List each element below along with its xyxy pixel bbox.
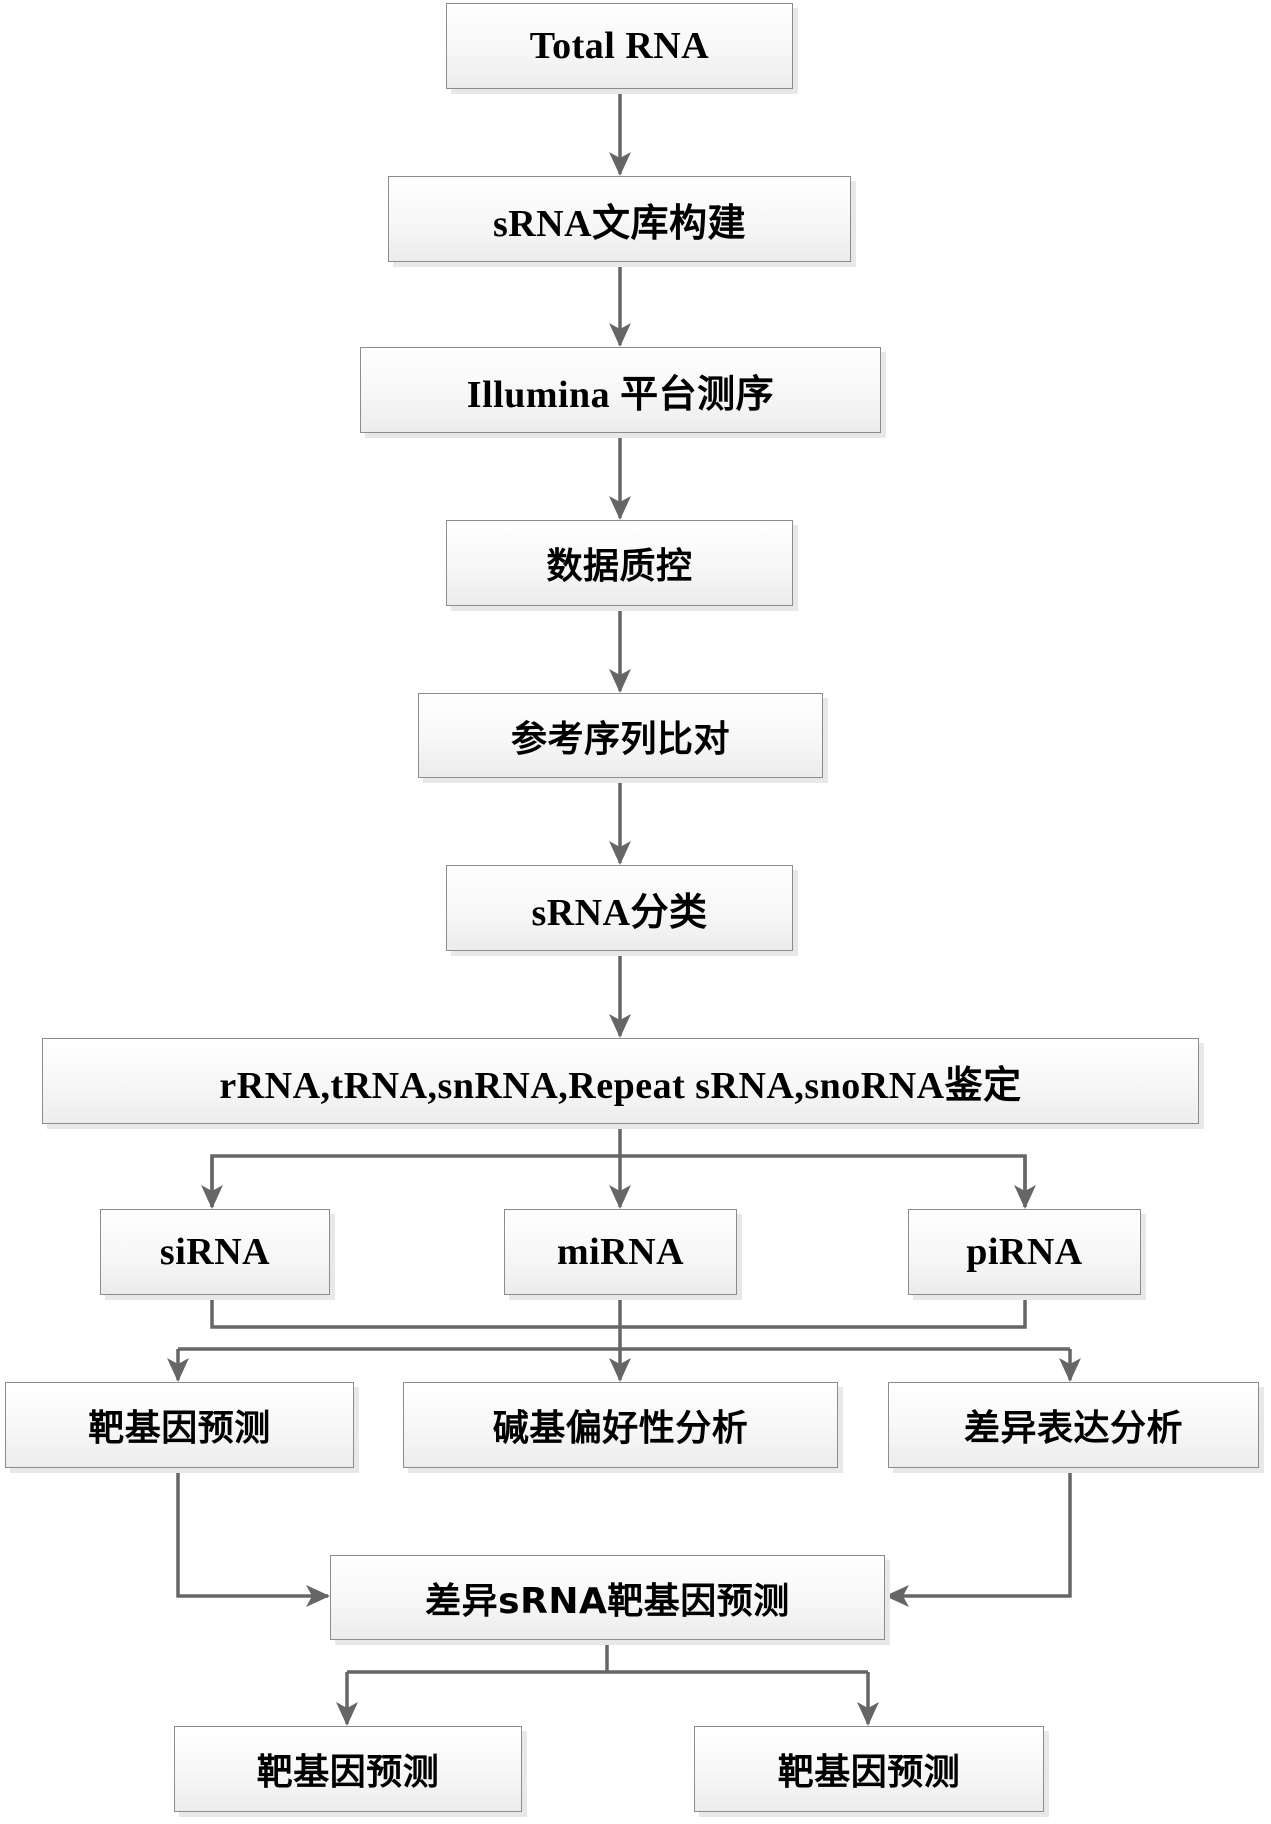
node-rna-annotation: rRNA,tRNA,snRNA,Repeat sRNA,snoRNA鉴定	[42, 1038, 1199, 1124]
node-diff-expression-analysis: 差异表达分析	[888, 1382, 1259, 1468]
node-mirna: miRNA	[504, 1209, 737, 1295]
node-base-bias-analysis: 碱基偏好性分析	[403, 1382, 838, 1468]
node-illumina-sequencing: Illumina 平台测序	[360, 347, 881, 433]
node-pirna: piRNA	[908, 1209, 1141, 1295]
node-bottom-right-target-prediction: 靶基因预测	[694, 1726, 1044, 1812]
node-bottom-left-target-prediction: 靶基因预测	[174, 1726, 522, 1812]
node-library-construction: sRNA文库构建	[388, 176, 851, 262]
node-data-qc: 数据质控	[446, 520, 793, 606]
node-reference-alignment: 参考序列比对	[418, 693, 823, 778]
node-total-rna: Total RNA	[446, 3, 793, 89]
node-sirna: siRNA	[100, 1209, 330, 1295]
node-srna-classification: sRNA分类	[446, 865, 793, 951]
node-diff-srna-target-prediction: 差异sRNA靶基因预测	[330, 1555, 885, 1640]
node-target-prediction: 靶基因预测	[5, 1382, 354, 1468]
